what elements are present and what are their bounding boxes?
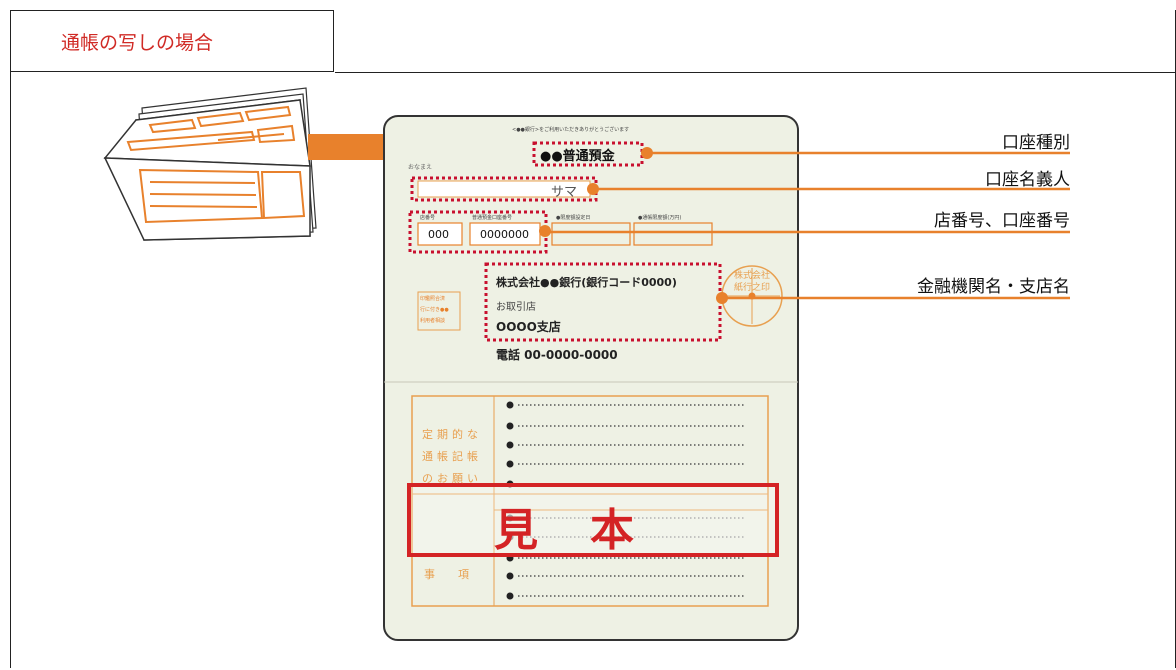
passbook-account-no: 0000000 [480, 228, 529, 241]
col-account-no: 普通預金口座番号 [472, 215, 513, 221]
callout-lines [544, 151, 1070, 300]
section-title: 通帳の写しの場合 [10, 10, 334, 72]
passbook-holder-suffix: サマ [551, 185, 578, 200]
trading-branch-label: お取引店 [496, 302, 536, 313]
passbook-icon [103, 87, 317, 241]
col-limit-amount: ●通帳限度額(万円) [638, 215, 682, 221]
lower-left-title: 定期的な通帳記帳のお願い [422, 428, 482, 485]
passbook-branch-name: OOOO支店 [496, 320, 561, 334]
side-note-1: 印鑑照合済 [420, 296, 446, 302]
passbook-bank-name: 株式会社●●銀行(銀行コード0000) [496, 276, 677, 289]
label-branch-account-number: 店番号、口座番号 [934, 211, 1070, 231]
side-note-2: 行に付き●● [420, 307, 449, 313]
col-branch-no: 店番号 [420, 215, 436, 221]
passbook-account-type: ●●普通預金 [540, 149, 615, 164]
col-limit-date: ●限度額設定日 [556, 215, 591, 221]
callout-dots [539, 147, 728, 304]
header-rule [335, 72, 1175, 73]
section-title-text: 通帳の写しの場合 [61, 31, 214, 54]
lower-left-title-2: 事 項 [424, 568, 475, 581]
passbook-notice: <●●銀行>をご利用いただきありがとうございます [512, 127, 630, 133]
side-note-3: 利用者相談 [420, 318, 446, 324]
sample-stamp: 見 本 [494, 505, 638, 556]
label-institution-branch: 金融機関名・支店名 [917, 277, 1070, 297]
label-account-type: 口座種別 [1002, 133, 1070, 153]
seal-text: 株式会社 紙行之印 [733, 271, 770, 293]
passbook-page [383, 115, 799, 641]
label-account-holder: 口座名義人 [985, 170, 1070, 190]
passbook-branch-no: 000 [428, 228, 449, 241]
passbook-phone: 電話 00-0000-0000 [496, 348, 618, 362]
holder-prefix: おなまえ [408, 164, 433, 171]
